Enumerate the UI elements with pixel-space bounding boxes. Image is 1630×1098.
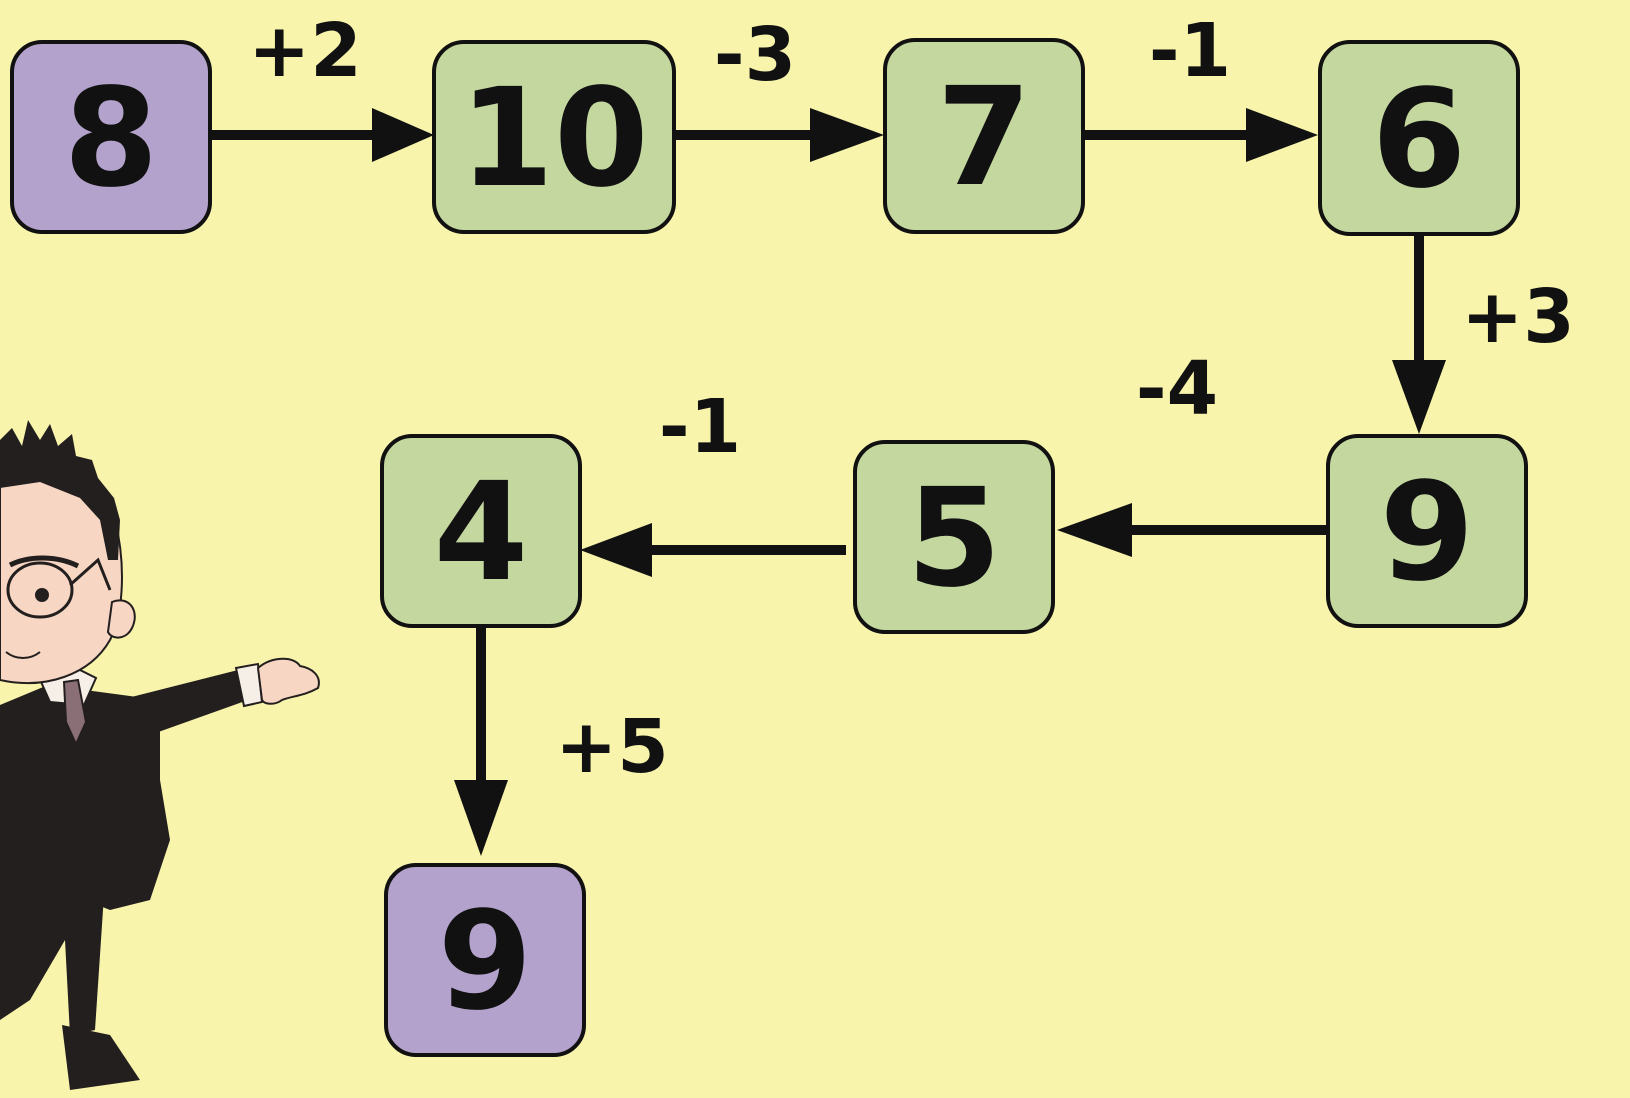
node-n5: 9 bbox=[1326, 434, 1528, 628]
edge-n4-to-n5: +3 bbox=[1392, 236, 1575, 434]
node-n4: 6 bbox=[1318, 40, 1520, 236]
node-n7: 4 bbox=[380, 434, 582, 628]
edge-label: +5 bbox=[555, 704, 669, 790]
node-value: 9 bbox=[438, 883, 533, 1041]
node-value: 9 bbox=[1380, 454, 1475, 612]
edge-label: -1 bbox=[1149, 8, 1231, 94]
edge-n7-to-end: +5 bbox=[454, 628, 669, 856]
edge-label: +2 bbox=[248, 8, 362, 94]
edge-n5-to-n6: -4 bbox=[1057, 346, 1326, 557]
node-value: 4 bbox=[434, 454, 529, 612]
node-box bbox=[10, 40, 212, 234]
node-box bbox=[1326, 434, 1528, 628]
arrowhead-icon bbox=[810, 108, 884, 162]
edge-label: +3 bbox=[1461, 274, 1575, 360]
node-n6: 5 bbox=[853, 440, 1055, 634]
node-n2: 10 bbox=[432, 40, 676, 234]
node-box bbox=[883, 38, 1085, 234]
node-box bbox=[380, 434, 582, 628]
node-n3: 7 bbox=[883, 38, 1085, 234]
nodes-layer: 8 10 7 6 9 5 4 9 bbox=[10, 38, 1528, 1057]
node-start: 8 bbox=[10, 40, 212, 234]
arrowhead-icon bbox=[1392, 360, 1446, 434]
edge-label: -3 bbox=[714, 12, 796, 98]
node-box bbox=[384, 863, 586, 1057]
arrowhead-icon bbox=[454, 780, 508, 856]
arrowhead-icon bbox=[580, 523, 652, 577]
node-value: 10 bbox=[459, 60, 648, 218]
node-end: 9 bbox=[384, 863, 586, 1057]
node-value: 7 bbox=[937, 59, 1032, 217]
node-value: 5 bbox=[907, 460, 1002, 618]
node-box bbox=[1318, 40, 1520, 236]
edges-layer: +2 -3 -1 +3 -4 -1 +5 bbox=[212, 8, 1575, 856]
edge-start-to-n2: +2 bbox=[212, 8, 434, 162]
node-value: 8 bbox=[64, 60, 159, 218]
arrowhead-icon bbox=[1246, 108, 1318, 162]
edge-n6-to-n7: -1 bbox=[580, 384, 846, 577]
arrowhead-icon bbox=[372, 108, 434, 162]
edge-label: -4 bbox=[1136, 346, 1218, 432]
node-value: 6 bbox=[1372, 61, 1467, 219]
edge-n3-to-n4: -1 bbox=[1085, 8, 1318, 162]
node-box bbox=[432, 40, 676, 234]
node-box bbox=[853, 440, 1055, 634]
edge-label: -1 bbox=[659, 384, 741, 470]
edge-n2-to-n3: -3 bbox=[676, 12, 884, 162]
pointing-businessman-cartoon-icon bbox=[0, 420, 320, 1090]
arrowhead-icon bbox=[1057, 503, 1132, 557]
